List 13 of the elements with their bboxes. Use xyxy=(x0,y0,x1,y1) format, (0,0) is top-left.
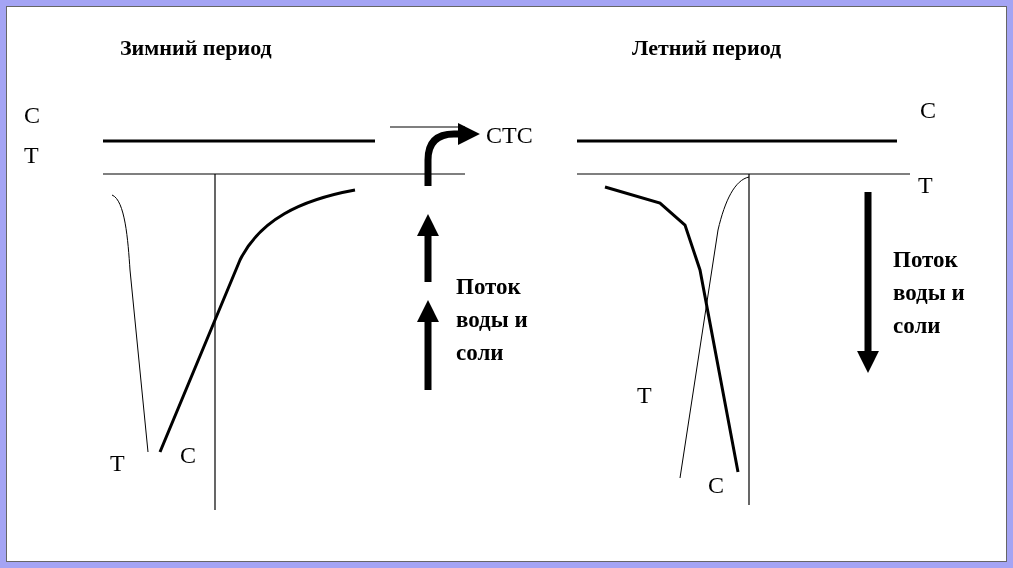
flow-label: Поток воды и соли xyxy=(893,246,966,340)
period-heading: Зимний период xyxy=(120,34,272,62)
layer-label: С xyxy=(920,96,936,125)
layer-label: С xyxy=(24,101,40,130)
curve-label: Т xyxy=(110,449,125,478)
period-heading: Летний период xyxy=(632,34,782,62)
layer-label: Т xyxy=(918,171,933,200)
curve-label: С xyxy=(708,471,724,500)
curve-label: Т xyxy=(637,381,652,410)
layer-label: Т xyxy=(24,141,39,170)
layer-label: СТС xyxy=(486,121,533,150)
curve-label: С xyxy=(180,441,196,470)
flow-label: Поток воды и соли xyxy=(456,273,529,367)
